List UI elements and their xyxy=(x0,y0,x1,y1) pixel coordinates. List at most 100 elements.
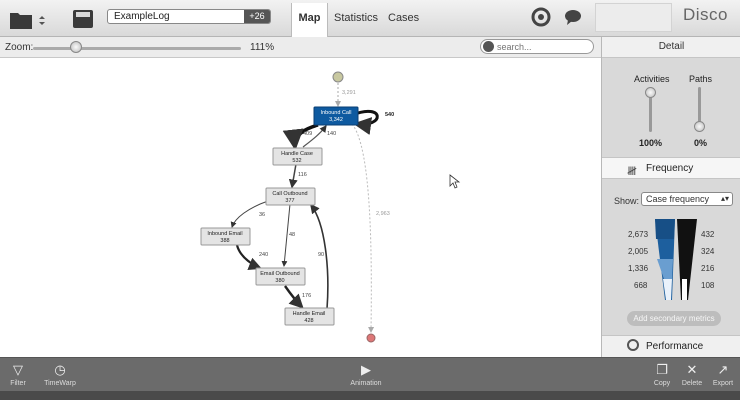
activities-label: Activities xyxy=(634,74,670,84)
metric-select-value: Case frequency xyxy=(646,194,710,204)
timewarp-label: TimeWarp xyxy=(44,380,76,387)
paths-slider-track[interactable] xyxy=(698,87,701,132)
filter-label: Filter xyxy=(10,380,26,387)
timewarp-button[interactable]: ◷ TimeWarp xyxy=(42,360,78,390)
funnel-icon: ▽ xyxy=(13,362,23,377)
edge-email-outbound-to-handle-email[interactable] xyxy=(284,285,304,309)
frequency-legend xyxy=(655,219,697,300)
node-count: 380 xyxy=(275,278,284,284)
process-map-canvas[interactable]: 3,291 540 409 140 116 36 48 240 90 176 2… xyxy=(0,58,601,357)
export-label: Export xyxy=(712,380,734,387)
zoom-slider-handle[interactable] xyxy=(70,41,82,53)
show-label: Show: xyxy=(614,196,640,206)
node-label: Inbound Email xyxy=(207,231,242,237)
detail-tab[interactable]: Detail xyxy=(602,37,740,58)
start-node-icon[interactable] xyxy=(332,71,344,83)
search-input[interactable] xyxy=(497,41,589,52)
performance-label: Performance xyxy=(646,341,704,352)
node-count: 3,342 xyxy=(329,117,343,123)
activities-slider-handle[interactable] xyxy=(645,87,656,98)
edge-inbound-email-to-email-outbound[interactable] xyxy=(235,244,263,271)
legend-value: 668 xyxy=(634,281,648,290)
legend-value: 2,005 xyxy=(628,247,649,256)
export-button[interactable]: ↗ Export xyxy=(705,360,740,390)
export-icon: ↗ xyxy=(717,362,729,377)
zoom-slider-track[interactable] xyxy=(33,47,241,50)
app-logo: Disco xyxy=(683,5,729,24)
tab-map[interactable]: Map xyxy=(291,3,328,37)
help-button[interactable] xyxy=(531,7,551,27)
save-button[interactable] xyxy=(72,6,94,32)
chevron-down-icon: ▴▾ xyxy=(720,194,729,203)
node-label: Handle Case xyxy=(281,151,313,157)
edge-inbound-call-to-end[interactable] xyxy=(351,123,375,333)
activities-value: 100% xyxy=(639,138,663,148)
log-name: ExampleLog xyxy=(114,11,170,22)
activities-slider-track[interactable] xyxy=(649,87,652,132)
legend-value: 1,336 xyxy=(628,264,649,273)
copy-icon: ❐ xyxy=(656,362,668,377)
copy-button[interactable]: ❐ Copy xyxy=(644,360,680,390)
animation-button[interactable]: ▶︎ Animation xyxy=(346,360,386,390)
node-inbound-call[interactable]: Inbound Call 3,342 xyxy=(313,106,359,126)
edge-label: 240 xyxy=(259,252,268,258)
feedback-button[interactable] xyxy=(563,7,583,27)
tab-cases[interactable]: Cases xyxy=(388,12,420,24)
paths-value: 0% xyxy=(694,138,708,148)
license-box xyxy=(595,3,672,32)
edge-label: 90 xyxy=(318,252,324,258)
edge-label: 409 xyxy=(303,131,312,137)
legend-value: 432 xyxy=(701,230,715,239)
add-secondary-metrics-button[interactable]: Add secondary metrics xyxy=(627,311,721,326)
node-email-outbound[interactable]: Email Outbound 380 xyxy=(255,267,306,286)
edge-call-outbound-to-email-outbound[interactable] xyxy=(281,203,291,267)
search-box[interactable] xyxy=(480,39,594,54)
edge-label: 2,963 xyxy=(376,211,390,217)
metric-select[interactable]: Case frequency ▴▾ xyxy=(641,192,733,206)
play-icon: ▶︎ xyxy=(361,362,371,377)
node-count: 428 xyxy=(304,318,313,324)
delete-label: Delete xyxy=(681,380,703,387)
delete-button[interactable]: ✕ Delete xyxy=(674,360,710,390)
timewarp-icon: ◷ xyxy=(54,362,66,377)
zoom-label: Zoom: xyxy=(5,42,34,53)
node-handle-email[interactable]: Handle Email 428 xyxy=(284,307,335,326)
legend-value: 108 xyxy=(701,281,715,290)
log-count-badge: +26 xyxy=(244,10,270,23)
edge-label: 48 xyxy=(289,232,295,238)
log-selector[interactable]: ExampleLog +26 xyxy=(107,9,271,24)
node-label: Email Outbound xyxy=(260,271,299,277)
node-handle-case[interactable]: Handle Case 532 xyxy=(272,147,323,166)
folder-icon xyxy=(10,13,45,29)
edge-inbound-call-loop[interactable] xyxy=(351,109,379,135)
save-icon xyxy=(73,10,93,28)
edge-handle-case-to-call-outbound[interactable] xyxy=(288,163,298,189)
node-count: 388 xyxy=(220,238,229,244)
detail-panel: Detail Activities Paths 100% 0% 𝍸 Freque… xyxy=(601,37,740,357)
node-label: Call Outbound xyxy=(272,191,307,197)
performance-section-header[interactable]: Performance xyxy=(602,335,740,357)
lifebuoy-icon xyxy=(531,7,551,27)
edge-call-outbound-to-inbound-email[interactable] xyxy=(230,200,269,228)
edge-handle-case-to-inbound-call[interactable] xyxy=(302,125,327,148)
node-inbound-email[interactable]: Inbound Email 388 xyxy=(200,227,251,246)
copy-label: Copy xyxy=(653,380,671,387)
search-icon xyxy=(483,41,494,52)
process-map: 3,291 540 409 140 116 36 48 240 90 176 2… xyxy=(200,71,461,343)
edge-inbound-call-to-handle-case[interactable] xyxy=(282,123,319,151)
open-folder-button[interactable] xyxy=(8,7,46,33)
edge-label: 36 xyxy=(259,212,265,218)
legend-value: 216 xyxy=(701,264,715,273)
status-bar xyxy=(0,391,740,400)
paths-label: Paths xyxy=(689,74,713,84)
tally-icon: 𝍸 xyxy=(627,164,637,178)
filter-button[interactable]: ▽ Filter xyxy=(0,360,36,390)
animation-label: Animation xyxy=(350,380,382,387)
paths-slider-handle[interactable] xyxy=(694,121,705,132)
edge-handle-email-to-call-outbound[interactable] xyxy=(310,203,329,310)
frequency-section-header[interactable]: 𝍸 Frequency xyxy=(602,157,740,179)
tab-statistics[interactable]: Statistics xyxy=(334,12,379,24)
end-node-icon[interactable] xyxy=(366,333,376,343)
stopwatch-icon xyxy=(627,339,639,351)
node-call-outbound[interactable]: Call Outbound 377 xyxy=(265,187,316,206)
